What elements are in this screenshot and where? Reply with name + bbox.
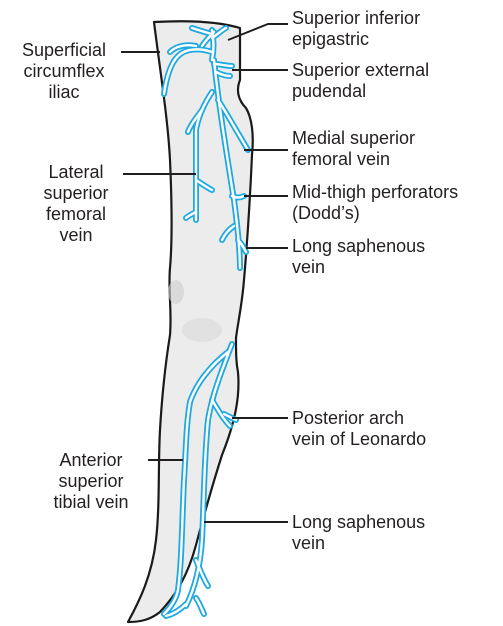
label-line: Posterior arch [292, 408, 426, 429]
label-line: Anterior [36, 450, 146, 471]
label-line: Superficial [8, 40, 120, 61]
knee-shadow-upper [168, 280, 184, 304]
label-posterior-arch-vein: Posterior arch vein of Leonardo [292, 408, 426, 450]
label-superior-inferior-epigastric: Superior inferior epigastric [292, 8, 420, 50]
label-long-saphenous-vein-thigh: Long saphenous vein [292, 236, 425, 278]
label-line: vein [30, 225, 122, 246]
label-line: (Dodd’s) [292, 203, 458, 224]
label-line: Medial superior [292, 128, 415, 149]
label-lateral-superior-femoral-vein: Lateral superior femoral vein [30, 162, 122, 246]
label-line: vein [292, 257, 425, 278]
label-line: femoral [30, 204, 122, 225]
knee-shadow-lower [182, 318, 222, 342]
label-mid-thigh-perforators: Mid-thigh perforators (Dodd’s) [292, 182, 458, 224]
label-line: vein [292, 533, 425, 554]
label-superficial-circumflex-iliac: Superficial circumflex iliac [8, 40, 120, 103]
label-superior-external-pudendal: Superior external pudendal [292, 60, 429, 102]
label-line: Long saphenous [292, 512, 425, 533]
label-line: Superior inferior [292, 8, 420, 29]
label-line: Long saphenous [292, 236, 425, 257]
label-line: iliac [8, 82, 120, 103]
label-line: pudendal [292, 81, 429, 102]
label-line: vein of Leonardo [292, 429, 426, 450]
label-line: Superior external [292, 60, 429, 81]
label-medial-superior-femoral-vein: Medial superior femoral vein [292, 128, 415, 170]
label-line: Mid-thigh perforators [292, 182, 458, 203]
label-line: superior [36, 471, 146, 492]
label-line: epigastric [292, 29, 420, 50]
label-long-saphenous-vein-leg: Long saphenous vein [292, 512, 425, 554]
label-line: tibial vein [36, 492, 146, 513]
label-line: femoral vein [292, 149, 415, 170]
label-line: superior [30, 183, 122, 204]
label-line: circumflex [8, 61, 120, 82]
label-anterior-superior-tibial-vein: Anterior superior tibial vein [36, 450, 146, 513]
label-line: Lateral [30, 162, 122, 183]
